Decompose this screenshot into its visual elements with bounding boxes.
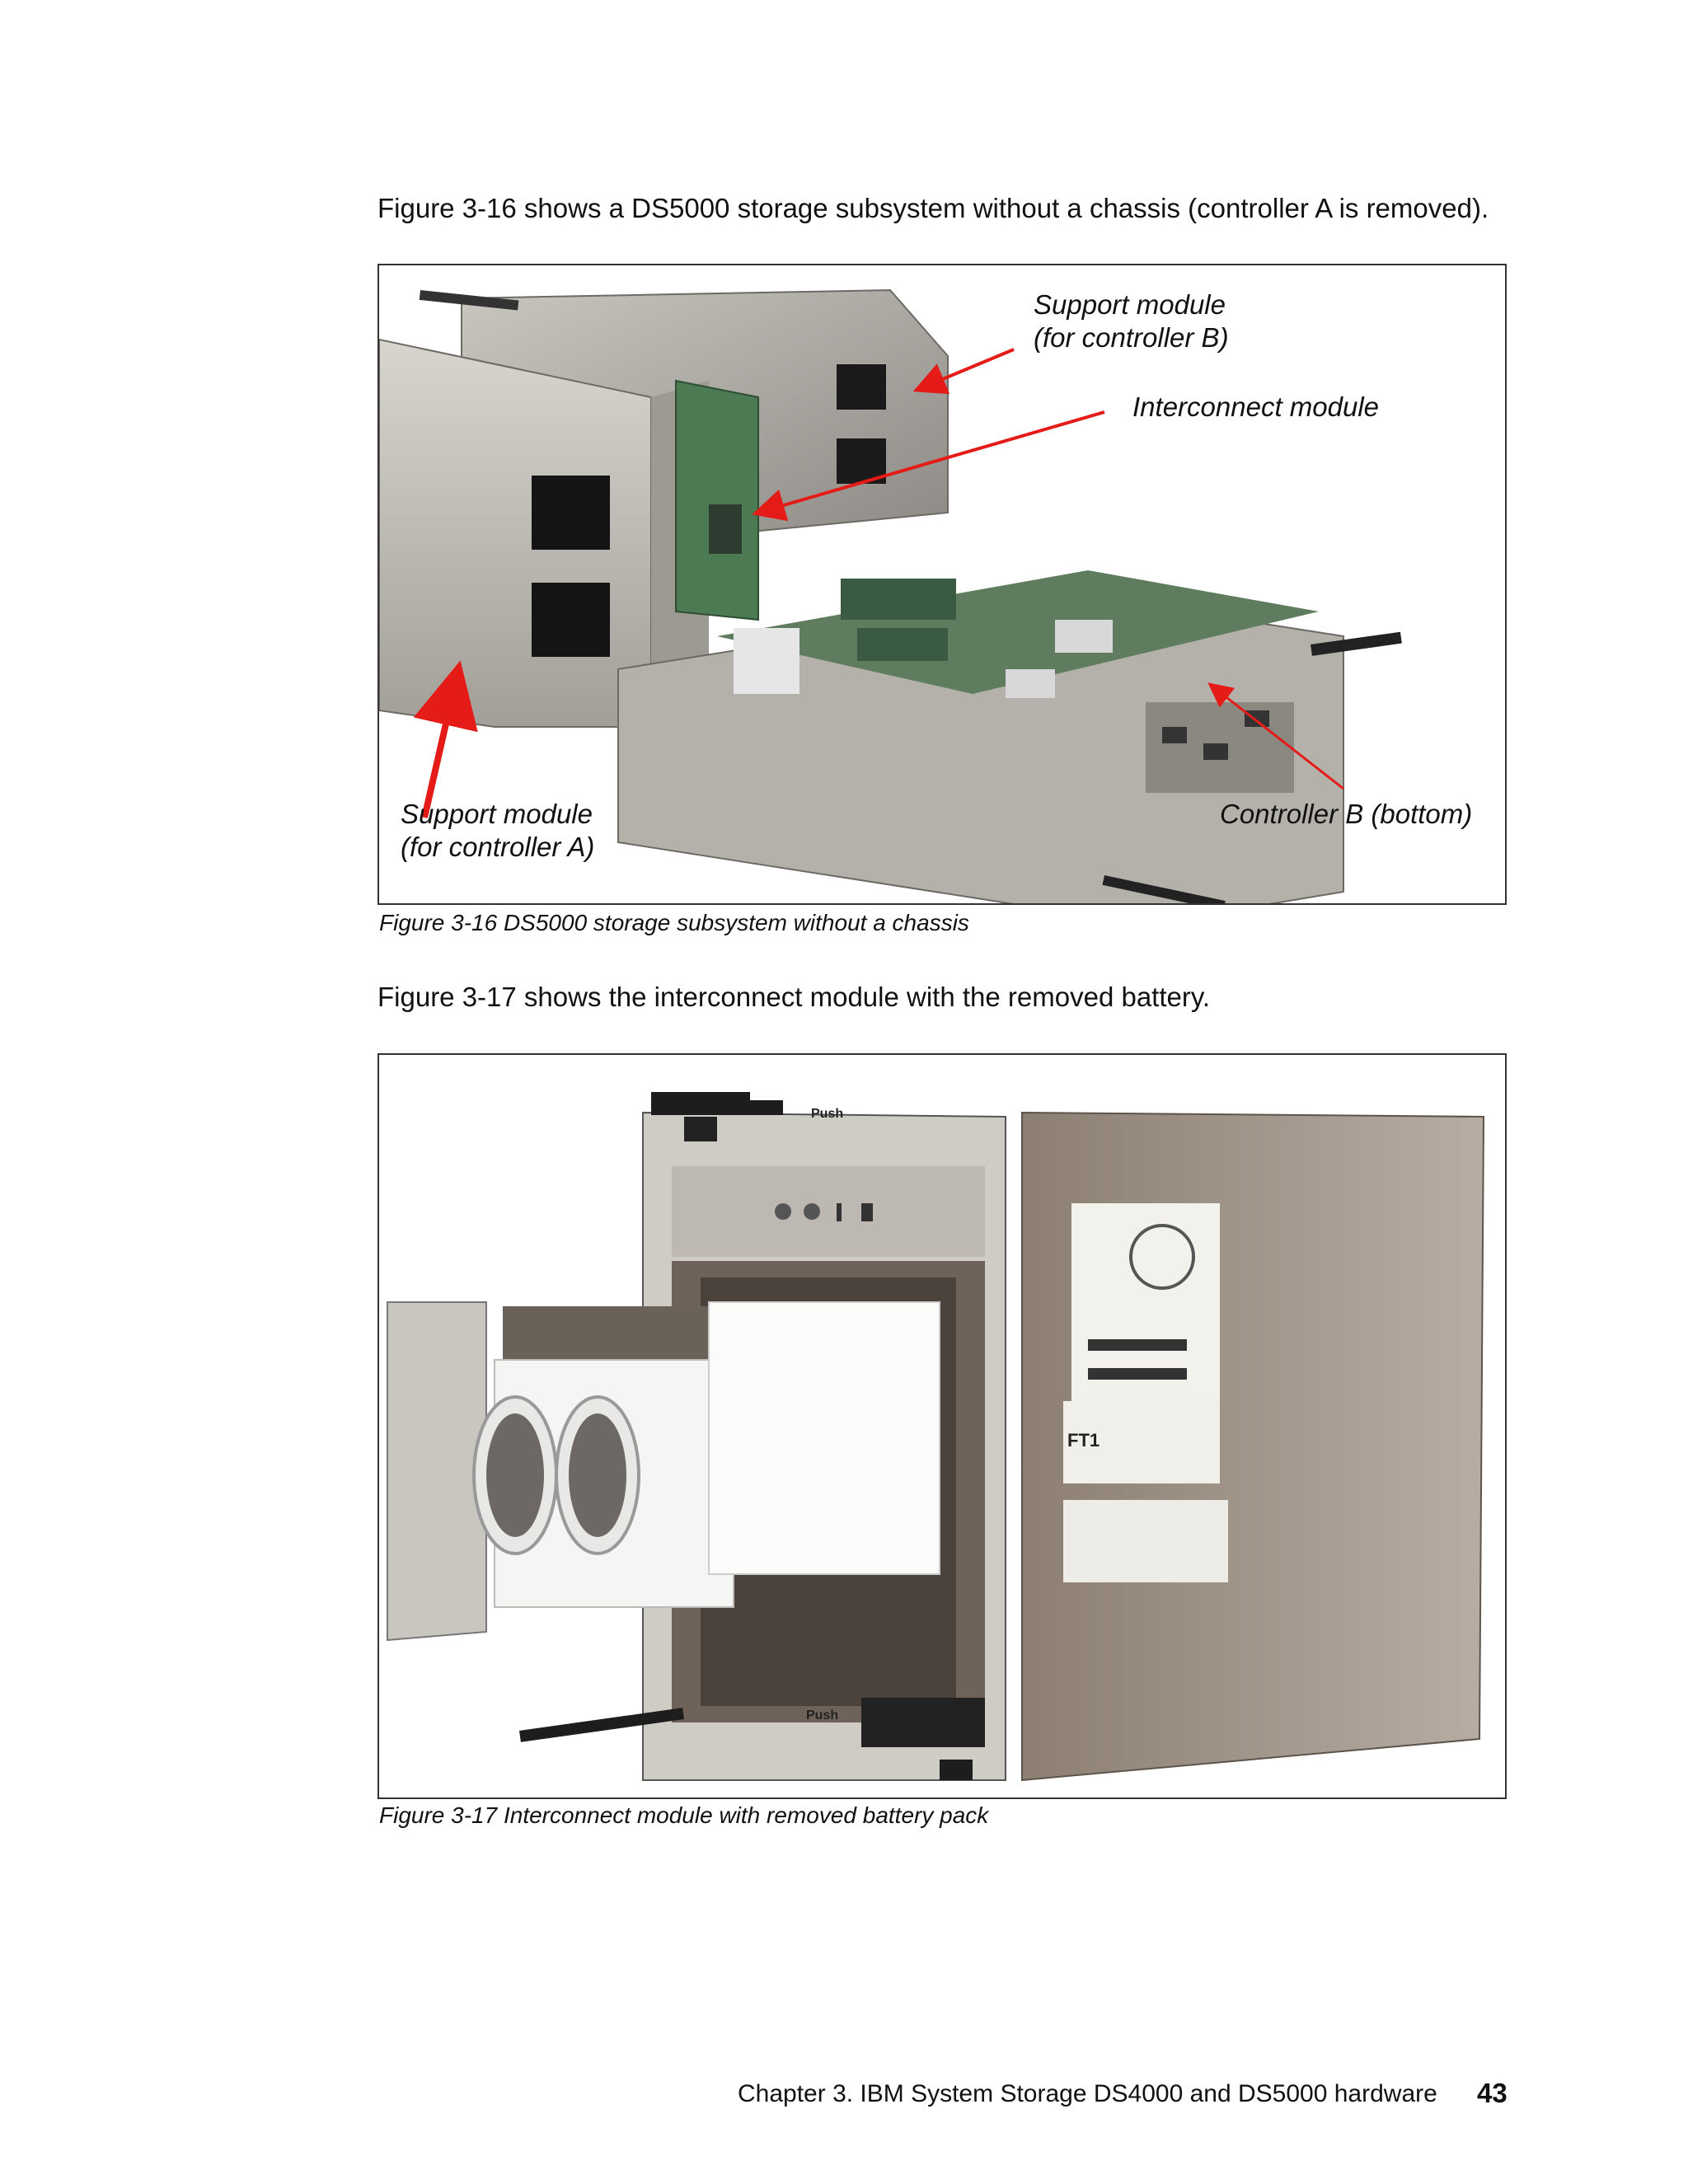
figure-3-17: Push Push FT1 [377, 1053, 1507, 1799]
arrow-support-a [413, 660, 478, 818]
label-support-a-line1: Support module [401, 799, 593, 829]
intro-paragraph-fig16: Figure 3-16 shows a DS5000 storage subsy… [377, 193, 1489, 223]
label-support-a-line2: (for controller A) [401, 832, 595, 862]
label-support-b-line2: (for controller B) [1034, 322, 1229, 353]
label-support-module-b: Support module (for controller B) [1034, 288, 1229, 354]
label-support-b-line1: Support module [1034, 289, 1226, 320]
footer-chapter-title: Chapter 3. IBM System Storage DS4000 and… [738, 2080, 1437, 2107]
arrow-support-b [912, 348, 1015, 395]
figure-3-16: Support module (for controller B) Interc… [377, 264, 1507, 905]
intro-paragraph-fig17: Figure 3-17 shows the interconnect modul… [377, 982, 1211, 1012]
storage-subsystem-photo [379, 288, 1402, 903]
module-sticker-label: FT1 [1067, 1430, 1100, 1451]
push-label-top: Push [811, 1107, 844, 1121]
label-controller-b: Controller B (bottom) [1220, 799, 1473, 829]
arrow-controller-b [1207, 682, 1344, 790]
interconnect-module-photo [387, 1092, 1485, 1782]
label-support-module-a: Support module (for controller A) [401, 798, 594, 864]
page-number: 43 [1477, 2078, 1507, 2108]
arrow-interconnect [752, 410, 1105, 522]
figure-3-16-caption: Figure 3-16 DS5000 storage subsystem wit… [379, 910, 969, 935]
label-interconnect-module: Interconnect module [1132, 391, 1380, 422]
figure-3-17-caption: Figure 3-17 Interconnect module with rem… [379, 1802, 989, 1828]
push-label-bottom: Push [806, 1708, 839, 1722]
